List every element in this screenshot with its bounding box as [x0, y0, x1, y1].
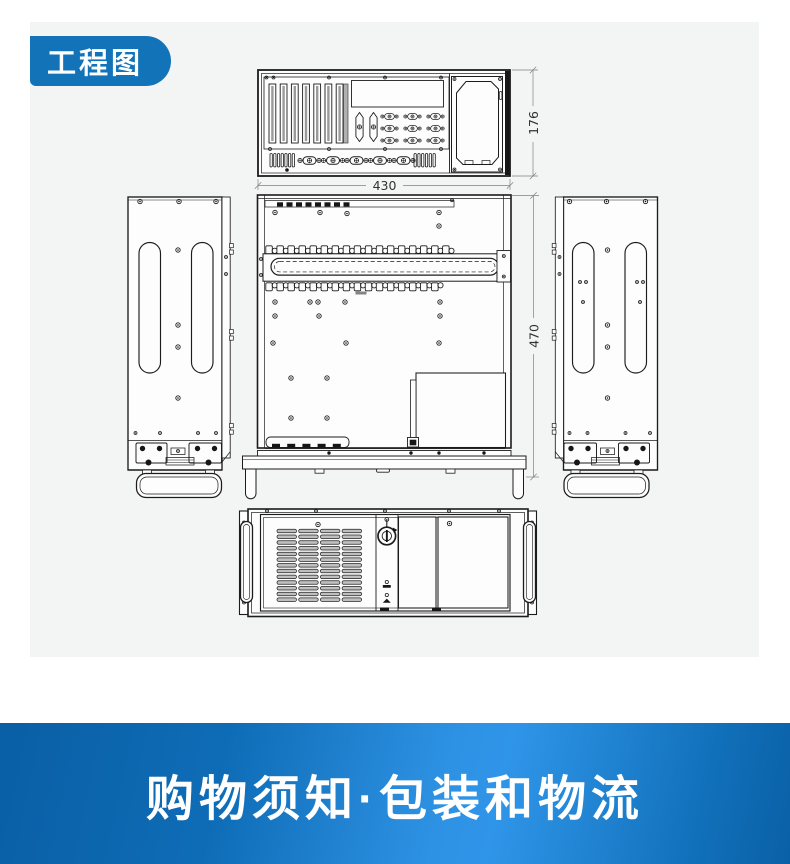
- dimension-depth-label: 470: [527, 324, 542, 348]
- dimension-height-label: 176: [526, 111, 541, 135]
- psu-top-view: [407, 372, 507, 449]
- dimension-height: 176: [512, 66, 541, 180]
- reset-button-icon: [382, 593, 391, 603]
- rear-dsub-row: [298, 157, 415, 165]
- engineering-drawing: 430 176 470: [30, 66, 759, 618]
- drive-bay-cover-left: [397, 516, 437, 609]
- keyboard-mouse-cutouts: [355, 111, 378, 143]
- front-panel-view: [238, 508, 538, 618]
- drive-bay-cover-right: [437, 516, 509, 609]
- footer-banner-title: 购物须知·包装和物流: [146, 772, 644, 826]
- connector-grid: [381, 114, 444, 144]
- dimension-width-label: 430: [373, 178, 397, 193]
- psu-area: [449, 73, 503, 173]
- rack-handle-left: [239, 520, 254, 604]
- front-io-strip-top-view: [265, 436, 350, 448]
- io-window: [351, 80, 444, 108]
- drawing-section: 工程图: [30, 22, 759, 657]
- dimension-width: 430: [254, 178, 514, 193]
- rear-panel-view: [257, 69, 511, 177]
- keylock-icon: [377, 517, 398, 546]
- dimension-depth: 470: [512, 191, 542, 481]
- left-side-view: [128, 197, 233, 498]
- card-guide-rail: [259, 245, 511, 295]
- section-badge-label: 工程图: [47, 48, 144, 80]
- right-side-view: [552, 197, 657, 498]
- expansion-slots: [268, 83, 349, 144]
- power-button-icon: [382, 580, 391, 588]
- rack-handle-right: [522, 520, 537, 604]
- top-interior-view: [242, 194, 527, 500]
- section-badge: 工程图: [30, 36, 172, 86]
- front-bezel-clips-strip: [277, 202, 350, 207]
- footer-banner: 购物须知·包装和物流: [0, 723, 790, 864]
